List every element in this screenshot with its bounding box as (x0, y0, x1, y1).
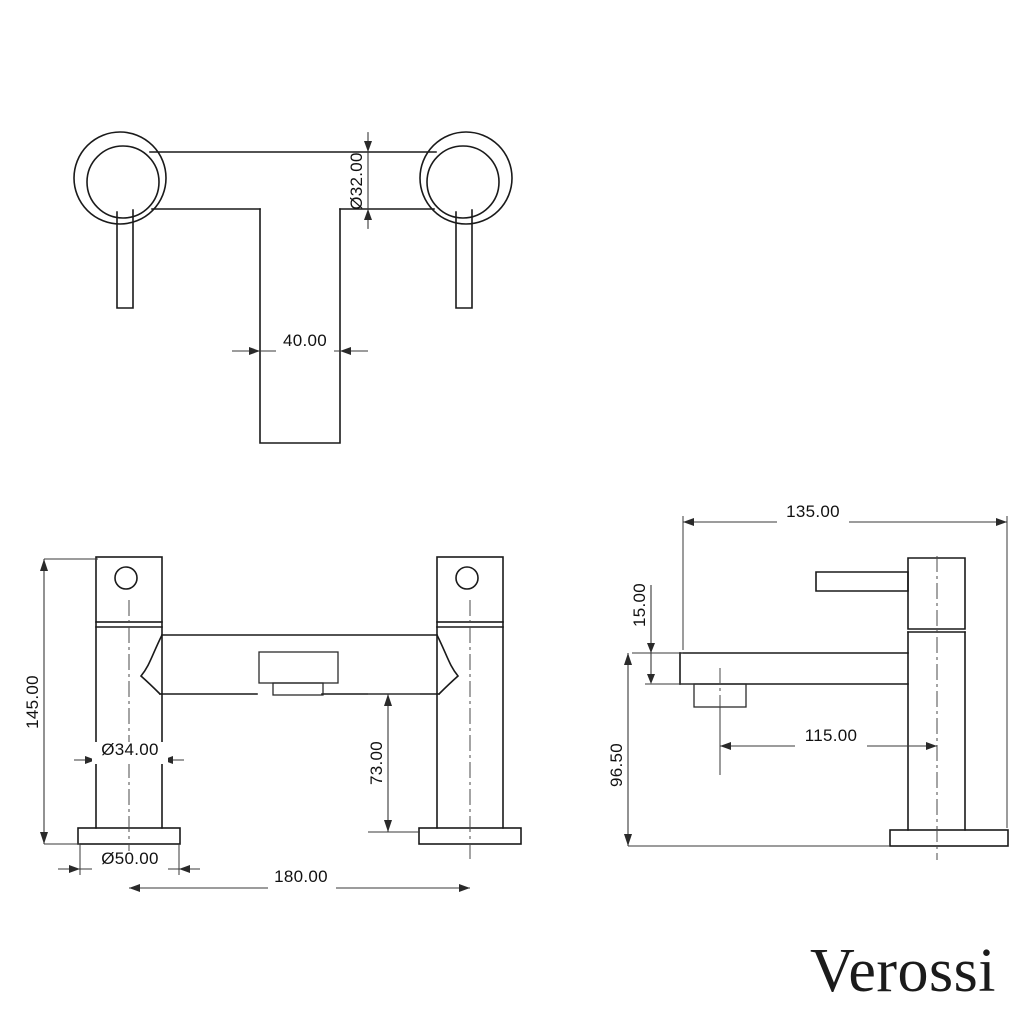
dim-label-dia32: Ø32.00 (347, 152, 366, 210)
front-view-outlet-block (258, 651, 339, 684)
front-view-dimension-w180: 180.00 (129, 867, 470, 892)
dim-arrow-down (384, 820, 392, 832)
top-view-left-handle-hub (86, 145, 160, 219)
dim-arrow-right (459, 884, 470, 892)
dim-label-l135: 135.00 (786, 502, 840, 521)
top-view-left-escutcheon-ring (73, 131, 167, 225)
dim-arrow-left (683, 518, 694, 526)
side-view-handle-lever (815, 571, 909, 592)
front-view-left-riser (95, 621, 163, 829)
dim-arrow-up (40, 559, 48, 571)
top-view-group: Ø32.00 40.00 (73, 131, 513, 444)
side-view-dimension-h15: 15.00 (630, 583, 700, 685)
front-view-group: 145.00 Ø34.00 Ø50.00 (23, 556, 522, 892)
top-view-dimension-dia32: Ø32.00 (347, 132, 372, 229)
dim-label-dia34: Ø34.00 (101, 740, 159, 759)
side-view-dimension-h96-5: 96.50 (607, 653, 890, 847)
dim-label-h96-5: 96.50 (607, 743, 626, 787)
dim-arrow-down (647, 674, 655, 684)
side-view-group: 135.00 15.00 96.50 (607, 502, 1009, 860)
dim-arrow-down (364, 209, 372, 220)
top-view-right-escutcheon-ring (419, 131, 513, 225)
dim-arrow-left (129, 884, 140, 892)
top-view-dimension-w40: 40.00 (232, 331, 368, 358)
dim-arrow-up (364, 141, 372, 152)
front-view-outlet-nozzle (272, 682, 324, 696)
side-view-base-plate (889, 829, 1009, 847)
dim-arrow-left (249, 347, 260, 355)
brand-logo: Verossi (809, 937, 996, 1005)
front-view-dimension-dia34: Ø34.00 (74, 740, 184, 764)
side-view-riser (907, 631, 966, 831)
dim-arrow-right (996, 518, 1007, 526)
dim-arrow-down (624, 834, 632, 846)
top-view-right-handle-hub (426, 145, 500, 219)
front-view-bridge-right-shoulder (435, 633, 460, 696)
dim-arrow-left (85, 756, 96, 764)
dim-label-h15: 15.00 (630, 583, 649, 627)
front-view-bridge-left-shoulder (139, 633, 164, 696)
dim-arrow-left (720, 742, 731, 750)
front-view-left-handle-indicator (114, 566, 138, 590)
side-view-dimension-l115: 115.00 (719, 707, 937, 775)
side-view-handle-housing (907, 557, 966, 630)
dim-label-l115: 115.00 (805, 726, 858, 745)
dim-arrow-down (40, 832, 48, 844)
dim-arrow-right (340, 347, 351, 355)
top-view-right-lever (455, 209, 473, 309)
dim-label-w180: 180.00 (274, 867, 328, 886)
dim-text-backdrop (777, 503, 849, 525)
top-view-left-lever (116, 209, 134, 309)
dim-text-backdrop (268, 868, 336, 890)
side-view-dimension-l135: 135.00 (682, 502, 1008, 828)
dim-label-w40: 40.00 (283, 331, 327, 350)
dim-arrow-up (384, 694, 392, 706)
top-view-spout-outline (259, 208, 341, 444)
dim-text-backdrop (795, 727, 867, 749)
front-view-right-handle-indicator (455, 566, 479, 590)
dim-label-h73: 73.00 (367, 741, 386, 785)
dim-label-h145: 145.00 (23, 675, 42, 729)
dim-arrow-up (624, 653, 632, 665)
dim-arrow-right (926, 742, 937, 750)
dim-arrow-right (179, 865, 190, 873)
front-view-dimension-h73: 73.00 (367, 693, 420, 833)
dim-text-backdrop (92, 742, 168, 764)
front-view-dimension-h145: 145.00 (23, 558, 98, 845)
dim-text-backdrop (276, 338, 334, 358)
dim-label-dia50: Ø50.00 (101, 849, 159, 868)
front-view-dimension-dia50: Ø50.00 (58, 844, 200, 875)
dim-arrow-left (69, 865, 80, 873)
dim-text-backdrop (92, 851, 168, 873)
dim-arrow-up (647, 643, 655, 653)
front-view-right-riser (436, 621, 504, 829)
